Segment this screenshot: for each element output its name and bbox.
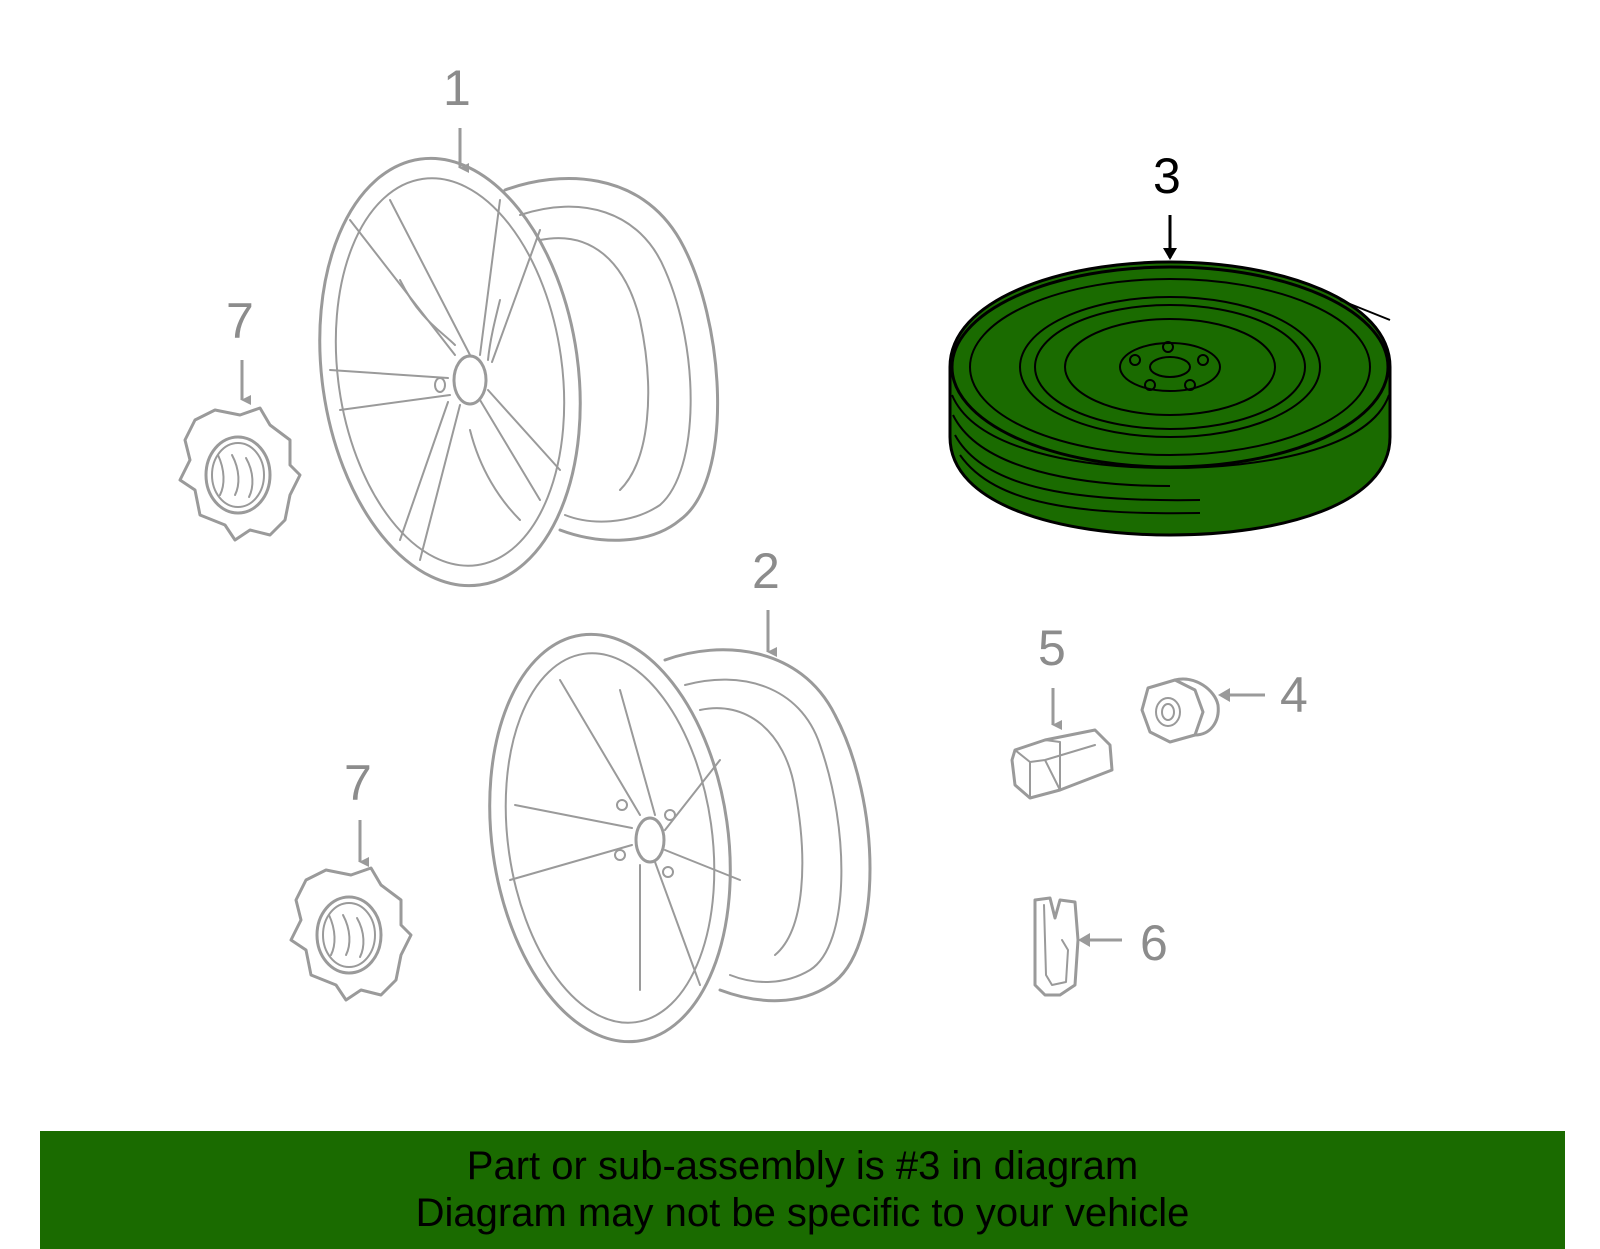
- center-cap-7b[interactable]: [289, 866, 413, 1002]
- banner-line-2: Diagram may not be specific to your vehi…: [415, 1191, 1190, 1235]
- banner-line-1: Part or sub-assembly is #3 in diagram: [466, 1144, 1139, 1188]
- callout-6: 6: [1140, 915, 1168, 971]
- callout-5: 5: [1038, 620, 1066, 676]
- center-cap-7a[interactable]: [178, 406, 302, 542]
- clip-6[interactable]: [1033, 896, 1080, 997]
- parts-diagram: 1 2 3 4 5 6 7 7: [178, 60, 1392, 1058]
- callout-7b: 7: [344, 755, 372, 811]
- callout-1: 1: [443, 60, 471, 116]
- callout-4: 4: [1280, 667, 1308, 723]
- leader-lines: [240, 128, 1265, 947]
- info-banner: Part or sub-assembly is #3 in diagram Di…: [40, 1131, 1565, 1249]
- callout-3: 3: [1153, 148, 1181, 204]
- spare-tire-3[interactable]: [948, 260, 1392, 537]
- alloy-wheel-2[interactable]: [465, 619, 872, 1058]
- lug-nut-4[interactable]: [1140, 677, 1220, 744]
- callout-2: 2: [752, 543, 780, 599]
- callout-7a: 7: [226, 293, 254, 349]
- lock-nut-5[interactable]: [1010, 728, 1114, 800]
- alloy-wheel-1[interactable]: [293, 141, 719, 602]
